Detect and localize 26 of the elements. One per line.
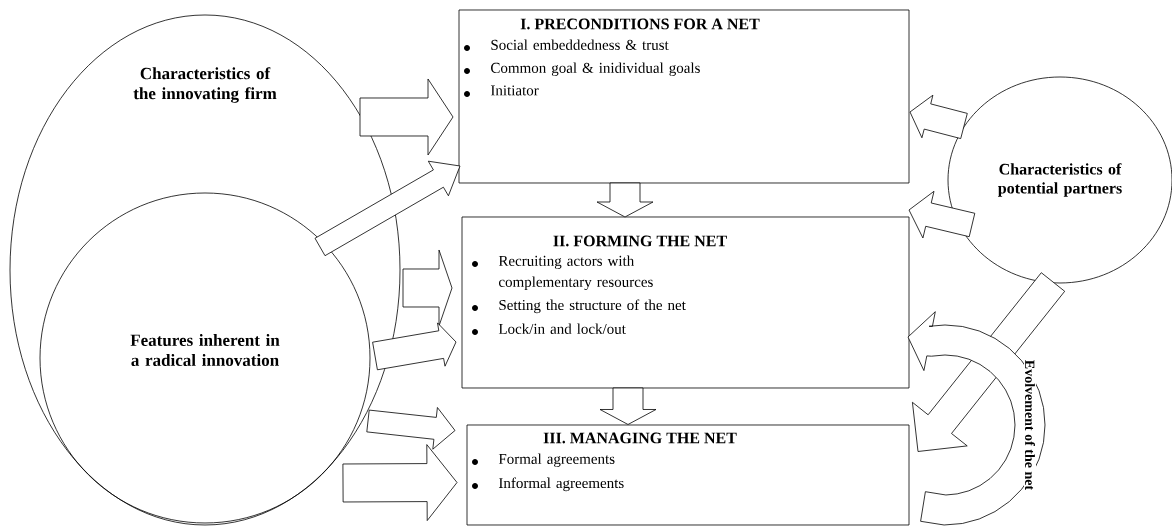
block-arrow: [366, 407, 456, 450]
block-arrow: [359, 78, 454, 156]
bullet-text: Initiator: [490, 85, 539, 96]
box-heading: II. FORMING THE NET: [553, 235, 727, 247]
bullet-text: Common goal & inidividual goals: [491, 62, 700, 77]
edge-label: Evolvement of the net: [1024, 358, 1036, 492]
block-arrow: [596, 182, 654, 218]
bullet-text: Lock/in and lock/out: [498, 323, 626, 334]
circle-node: Features inherent in a radical innovation: [39, 192, 371, 524]
block-arrow: [909, 94, 968, 139]
block-arrow: [342, 444, 458, 521]
bullet-text: Formal agreements: [498, 453, 615, 468]
box-heading: I. PRECONDITIONS FOR A NET: [520, 18, 760, 30]
block-arrow: [314, 160, 461, 257]
bullet-text: Setting the structure of the net: [499, 299, 686, 314]
box-heading: III. MANAGING THE NET: [543, 432, 737, 444]
block-arrow: [372, 322, 457, 371]
block-arrow: [599, 387, 657, 425]
process-box: [466, 424, 910, 526]
process-box: [461, 216, 910, 389]
process-box: [458, 9, 910, 184]
bullet-text: Recruiting actors with complementary resources: [498, 255, 653, 291]
bullet-text: Informal agreements: [498, 477, 624, 492]
block-arrow: [402, 249, 453, 327]
bullet-text: Social embeddedness & trust: [491, 39, 669, 50]
block-arrow: [908, 190, 976, 239]
